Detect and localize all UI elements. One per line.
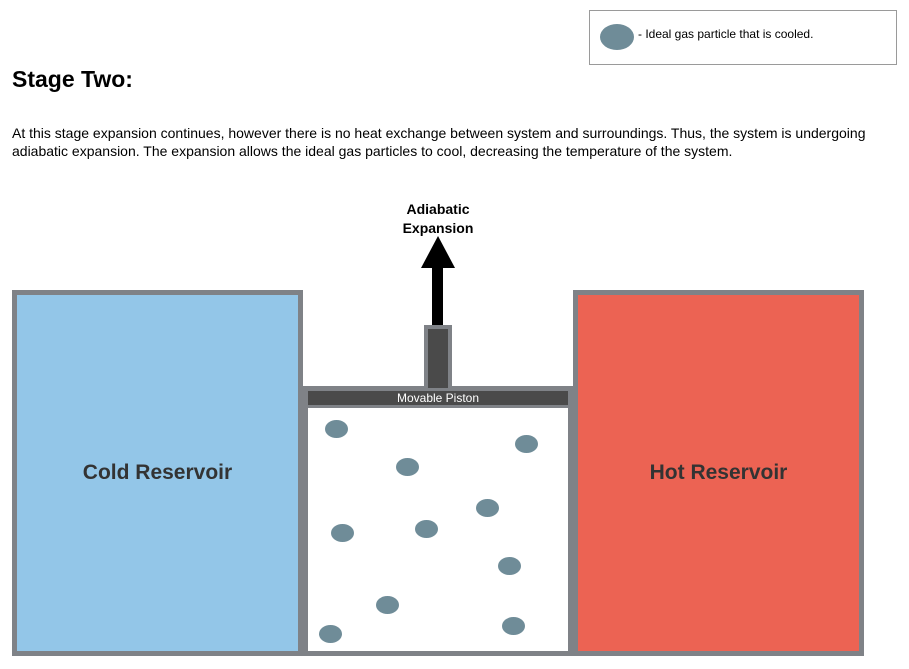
- movable-piston: Movable Piston: [305, 388, 571, 408]
- legend-text: - Ideal gas particle that is cooled.: [638, 27, 814, 41]
- up-arrow-icon: [421, 236, 455, 268]
- stage-description: At this stage expansion continues, howev…: [12, 125, 866, 159]
- gas-particle: [396, 458, 419, 476]
- arrow-label-line2: Expansion: [402, 220, 474, 236]
- stage-title: Stage Two:: [12, 66, 133, 92]
- hot-reservoir-label: Hot Reservoir: [649, 461, 788, 484]
- gas-particle: [319, 625, 342, 643]
- piston-rod: [424, 325, 452, 388]
- gas-particle: [498, 557, 521, 575]
- hot-reservoir: Hot Reservoir: [573, 290, 864, 656]
- cold-reservoir: Cold Reservoir: [12, 290, 303, 656]
- gas-particle: [515, 435, 538, 453]
- arrow-label: Adiabatic Expansion: [368, 200, 508, 238]
- piston-label: Movable Piston: [396, 391, 480, 405]
- gas-cylinder: [303, 386, 573, 656]
- gas-particle-icon: [600, 24, 634, 50]
- arrow-label-line1: Adiabatic: [406, 201, 470, 217]
- gas-particle: [376, 596, 399, 614]
- arrow-shaft: [432, 266, 443, 326]
- gas-particle: [502, 617, 525, 635]
- cold-reservoir-label: Cold Reservoir: [82, 461, 233, 484]
- gas-particle: [325, 420, 348, 438]
- legend-box: - Ideal gas particle that is cooled.: [589, 10, 897, 65]
- gas-particle: [331, 524, 354, 542]
- gas-particle: [476, 499, 499, 517]
- gas-particle: [415, 520, 438, 538]
